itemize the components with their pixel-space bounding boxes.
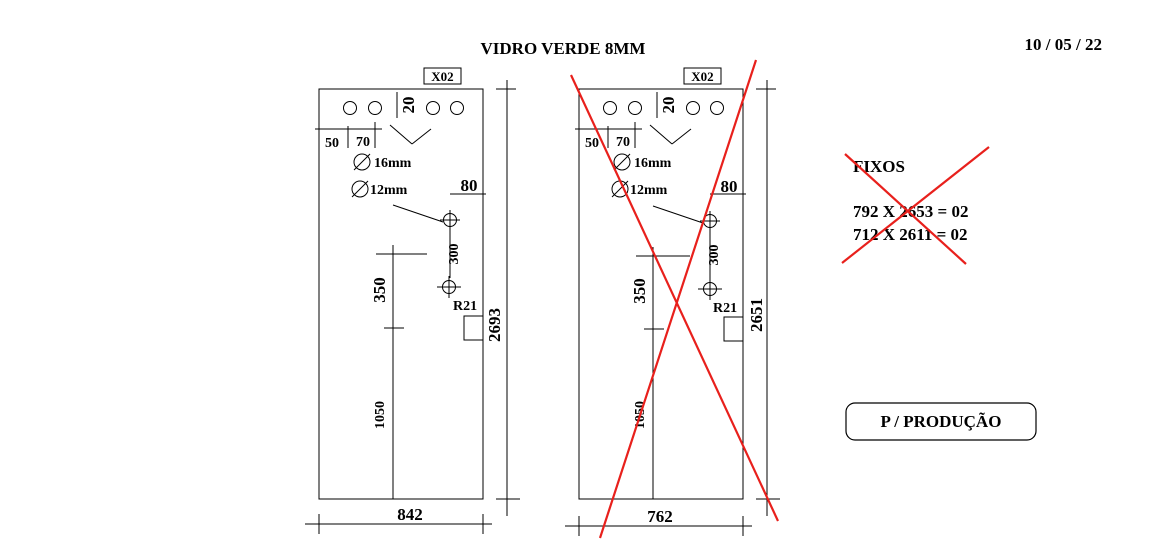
panel-1-dim-lower: 350 [370,277,389,303]
panel-2-hole-small: 12mm [630,183,668,198]
panel-2: X02 20 50 70 16mm 12mm 80 300 R21 [565,59,780,539]
stamp-box [845,402,1037,441]
panel-2-hole [628,101,642,115]
fixos-cancel-mark [844,153,967,265]
fixos-heading: FIXOS [853,157,905,176]
panel-1-leader [411,128,432,145]
panel-1: X02 20 50 70 16mm 12mm 80 300 [305,67,520,534]
panel-2-leader [652,205,704,224]
panel-2-diameter-icon [613,153,631,171]
panel-2-notch [723,316,743,342]
panel-1-diameter-icon [353,153,371,171]
panel-1-hole-large: 16mm [374,156,412,171]
drawing-title: VIDRO VERDE 8MM [481,39,646,58]
panel-2-tag-box [683,67,722,85]
panel-2-cancel-mark [570,74,779,522]
panel-1-leader [389,124,413,145]
panel-1-width: 842 [397,505,423,524]
panel-2-dim-left: 50 [585,136,599,151]
panel-2-outline [578,88,744,500]
panel-1-diameter-icon [353,153,371,171]
panel-1-dim-bottom: 1050 [373,401,388,429]
panel-1-tag: X02 [431,69,453,84]
panel-2-dim-lower: 350 [630,278,649,304]
panel-2-dim-top: 20 [659,97,678,114]
panel-1-hole-small: 12mm [370,183,408,198]
panel-2-dim-edge: 80 [721,177,738,196]
panel-2-hole [710,101,724,115]
panel-1-hole [343,101,357,115]
panel-1-hole [368,101,382,115]
panel-2-diameter-icon [611,180,629,198]
panel-2-leader [649,124,673,145]
fixos-line-1: 792 X 2653 = 02 [853,202,968,221]
panel-1-dim-top: 20 [399,97,418,114]
panel-2-hole-large: 16mm [634,156,672,171]
panel-1-notch [463,315,483,341]
panel-2-diameter-icon [613,153,631,171]
panel-2-radius: R21 [713,301,737,316]
panel-1-outline [318,88,484,500]
drawing-date: 10 / 05 / 22 [1025,35,1102,54]
panel-2-dim-between: 300 [707,245,722,266]
panel-1-hole [426,101,440,115]
panel-1-radius: R21 [453,299,477,314]
production-stamp: P / PRODUÇÃO [845,402,1037,441]
panel-2-dim-spacing: 70 [616,135,630,150]
panel-1-leader [392,204,444,223]
panel-1-diameter-icon [351,180,369,198]
fixos-cancel-mark [841,146,990,264]
panel-2-tag: X02 [691,69,713,84]
panel-1-diameter-icon [351,180,369,198]
panel-2-width: 762 [647,507,673,526]
panel-1-dim-edge: 80 [461,176,478,195]
panel-1-hole [450,101,464,115]
panel-1-height: 2693 [485,308,504,342]
stamp-text: P / PRODUÇÃO [881,412,1002,431]
panel-2-height: 2651 [747,298,766,332]
panel-1-dim-left: 50 [325,136,339,151]
panel-1-dim-between: 300 [447,244,462,265]
panel-1-tag-box [423,67,462,85]
panel-2-cancel-mark [598,59,758,539]
panel-2-leader [671,128,692,145]
panel-2-hole [686,101,700,115]
panel-2-hole [603,101,617,115]
fixos-note: FIXOS 792 X 2653 = 02 712 X 2611 = 02 [841,146,990,265]
panel-1-dim-spacing: 70 [356,135,370,150]
